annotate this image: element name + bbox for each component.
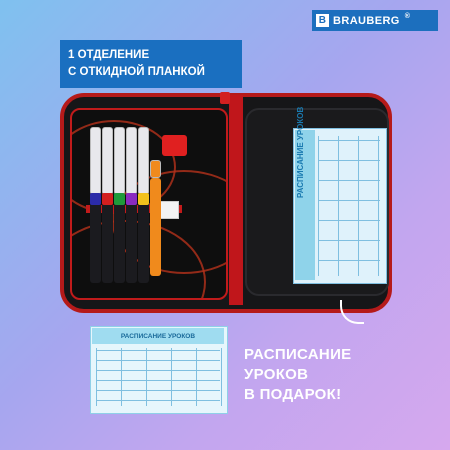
card-row-line [96,380,220,381]
zipper-pull [220,92,230,104]
card-row-line [96,400,220,401]
banner-line-1: 1 ОТДЕЛЕНИЕ [68,49,150,61]
insert-row-line [318,260,380,261]
schedule-insert-header [295,130,315,280]
insert-row-line [318,240,380,241]
zipper [229,95,243,305]
marker-body [102,193,113,283]
marker-cap [114,127,125,195]
marker-cap [90,127,101,195]
brand-logo: B BRAUBERG ® [312,10,438,31]
card-col-line [196,348,197,406]
marker-color-band [90,193,101,205]
banner-line-2: С ОТКИДНОЙ ПЛАНКОЙ [68,66,205,78]
insert-col-line [338,136,339,276]
marker-body [114,193,125,283]
insert-row-line [318,160,380,161]
marker-body [138,193,149,283]
gift-caption: РАСПИСАНИЕ УРОКОВ В ПОДАРОК! [244,345,351,405]
marker-color-band [126,193,137,205]
brand-mark: B [316,14,329,27]
insert-col-line [378,136,379,276]
marker-color-band [138,193,149,205]
insert-row-line [318,180,380,181]
insert-row-line [318,200,380,201]
marker-color-band [114,193,125,205]
brand-reg: ® [404,13,411,20]
insert-row-line [318,220,380,221]
insert-row-line [318,140,380,141]
card-col-line [121,348,122,406]
pointer-arrow [340,300,364,324]
schedule-insert-title: РАСПИСАНИЕ УРОКОВ [296,106,305,198]
insert-col-line [358,136,359,276]
card-col-line [171,348,172,406]
sharpener [162,135,187,156]
gift-line-2: УРОКОВ [244,366,309,383]
marker-color-band [102,193,113,205]
marker-cap [126,127,137,195]
schedule-card-title: РАСПИСАНИЕ УРОКОВ [92,328,224,344]
brand-name: BRAUBERG [333,14,400,27]
insert-col-line [318,136,319,276]
marker-body [150,178,161,276]
gift-line-1: РАСПИСАНИЕ [244,346,352,363]
feature-banner: 1 ОТДЕЛЕНИЕ С ОТКИДНОЙ ПЛАНКОЙ [60,40,242,88]
card-col-line [221,348,222,406]
marker-cap [102,127,113,195]
card-row-line [96,370,220,371]
marker-body [90,193,101,283]
card-row-line [96,390,220,391]
marker-body [126,193,137,283]
card-col-line [146,348,147,406]
marker-cap [138,127,149,195]
card-row-line [96,350,220,351]
gift-line-3: В ПОДАРОК! [244,386,342,403]
marker-cap [150,160,161,178]
card-row-line [96,360,220,361]
card-col-line [96,348,97,406]
